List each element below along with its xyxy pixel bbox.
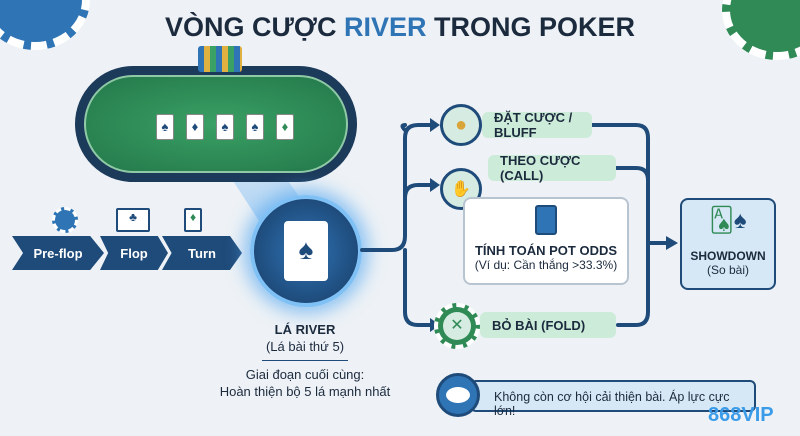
fold-chip-icon: ✕ [434, 303, 480, 349]
logo-868vip: 868VIP [708, 404, 774, 426]
river-title: LÁ RIVER [274, 322, 336, 337]
chip-icon [52, 207, 78, 233]
page-title: VÒNG CƯỢC RIVER TRONG POKER [165, 12, 635, 42]
community-card: ♠ [156, 114, 174, 140]
coins-icon: ● [440, 104, 482, 146]
option-call: THEO CƯỢC (CALL) [488, 153, 616, 183]
river-desc-2: Hoàn thiện bộ 5 lá mạnh nhất [219, 384, 391, 399]
poker-table [75, 66, 357, 182]
river-subtitle: (Lá bài thứ 5) [265, 339, 345, 354]
spade-card-icon: ♠ [284, 221, 328, 281]
river-desc-1: Giai đoạn cuối cùng: [245, 367, 365, 382]
thought-bubble-icon [436, 373, 480, 417]
divider [262, 360, 348, 361]
stage-turn: Turn [162, 236, 242, 270]
community-card: ♠ [216, 114, 234, 140]
community-card: ♦ [276, 114, 294, 140]
stage-flop: Flop [100, 236, 168, 270]
option-bet-bluff: ĐẶT CƯỢC / BLUFF [482, 110, 592, 140]
pot-odds-title: TÍNH TOÁN POT ODDS [474, 243, 618, 258]
flop-cards-icon: ♣ [116, 208, 150, 232]
showdown-box: 🂡♠ SHOWDOWN (So bài) [680, 198, 776, 290]
note-box: Không còn cơ hội cải thiện bài. Áp lực c… [470, 380, 756, 418]
turn-card-icon: ♦ [184, 208, 202, 232]
community-card: ♠ [246, 114, 264, 140]
community-card: ♦ [186, 114, 204, 140]
showdown-title: SHOWDOWN [690, 249, 766, 263]
calculator-icon [535, 205, 557, 235]
chip-stacks-icon [198, 46, 242, 72]
showdown-subtitle: (So bài) [706, 263, 750, 277]
option-fold: BỎ BÀI (FOLD) [480, 312, 616, 338]
stage-pre-flop: Pre-flop [12, 236, 104, 270]
pot-odds-example: (Ví dụ: Cần thắng >33.3%) [474, 258, 618, 272]
pot-odds-box: TÍNH TOÁN POT ODDS (Ví dụ: Cần thắng >33… [463, 197, 629, 285]
river-card-circle: ♠ [250, 195, 362, 307]
cards-icon: 🂡♠ [709, 207, 747, 234]
note-text: Không còn cơ hội cải thiện bài. Áp lực c… [494, 390, 730, 418]
